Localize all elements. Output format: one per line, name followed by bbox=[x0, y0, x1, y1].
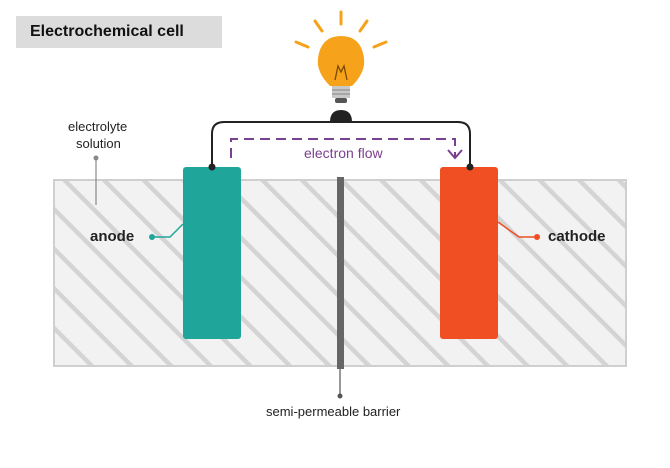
barrier-leader-dot bbox=[337, 393, 343, 399]
diagram-title: Electrochemical cell bbox=[30, 23, 184, 40]
barrier-label: semi-permeable barrier bbox=[266, 404, 401, 419]
cathode-label: cathode bbox=[548, 228, 606, 245]
anode-leader-line bbox=[152, 223, 184, 238]
anode-terminal bbox=[208, 163, 216, 171]
electrolyte-label-line2: solution bbox=[76, 136, 121, 151]
cathode-leader-line bbox=[497, 221, 537, 238]
semi-permeable-barrier bbox=[337, 177, 344, 369]
anode-label: anode bbox=[90, 228, 135, 245]
electron-flow-arrowhead bbox=[447, 149, 463, 160]
electrolyte-label-line1: electrolyte bbox=[68, 119, 128, 134]
cathode-electrode bbox=[440, 167, 498, 339]
electrolyte-label: electrolyte solution bbox=[68, 118, 127, 152]
light-bulb-icon bbox=[294, 10, 388, 122]
title-box: Electrochemical cell bbox=[16, 16, 222, 48]
electron-flow-arrow bbox=[230, 138, 456, 158]
anode-electrode bbox=[183, 167, 241, 339]
cathode-terminal bbox=[466, 163, 474, 171]
electron-flow-label: electron flow bbox=[304, 145, 383, 161]
